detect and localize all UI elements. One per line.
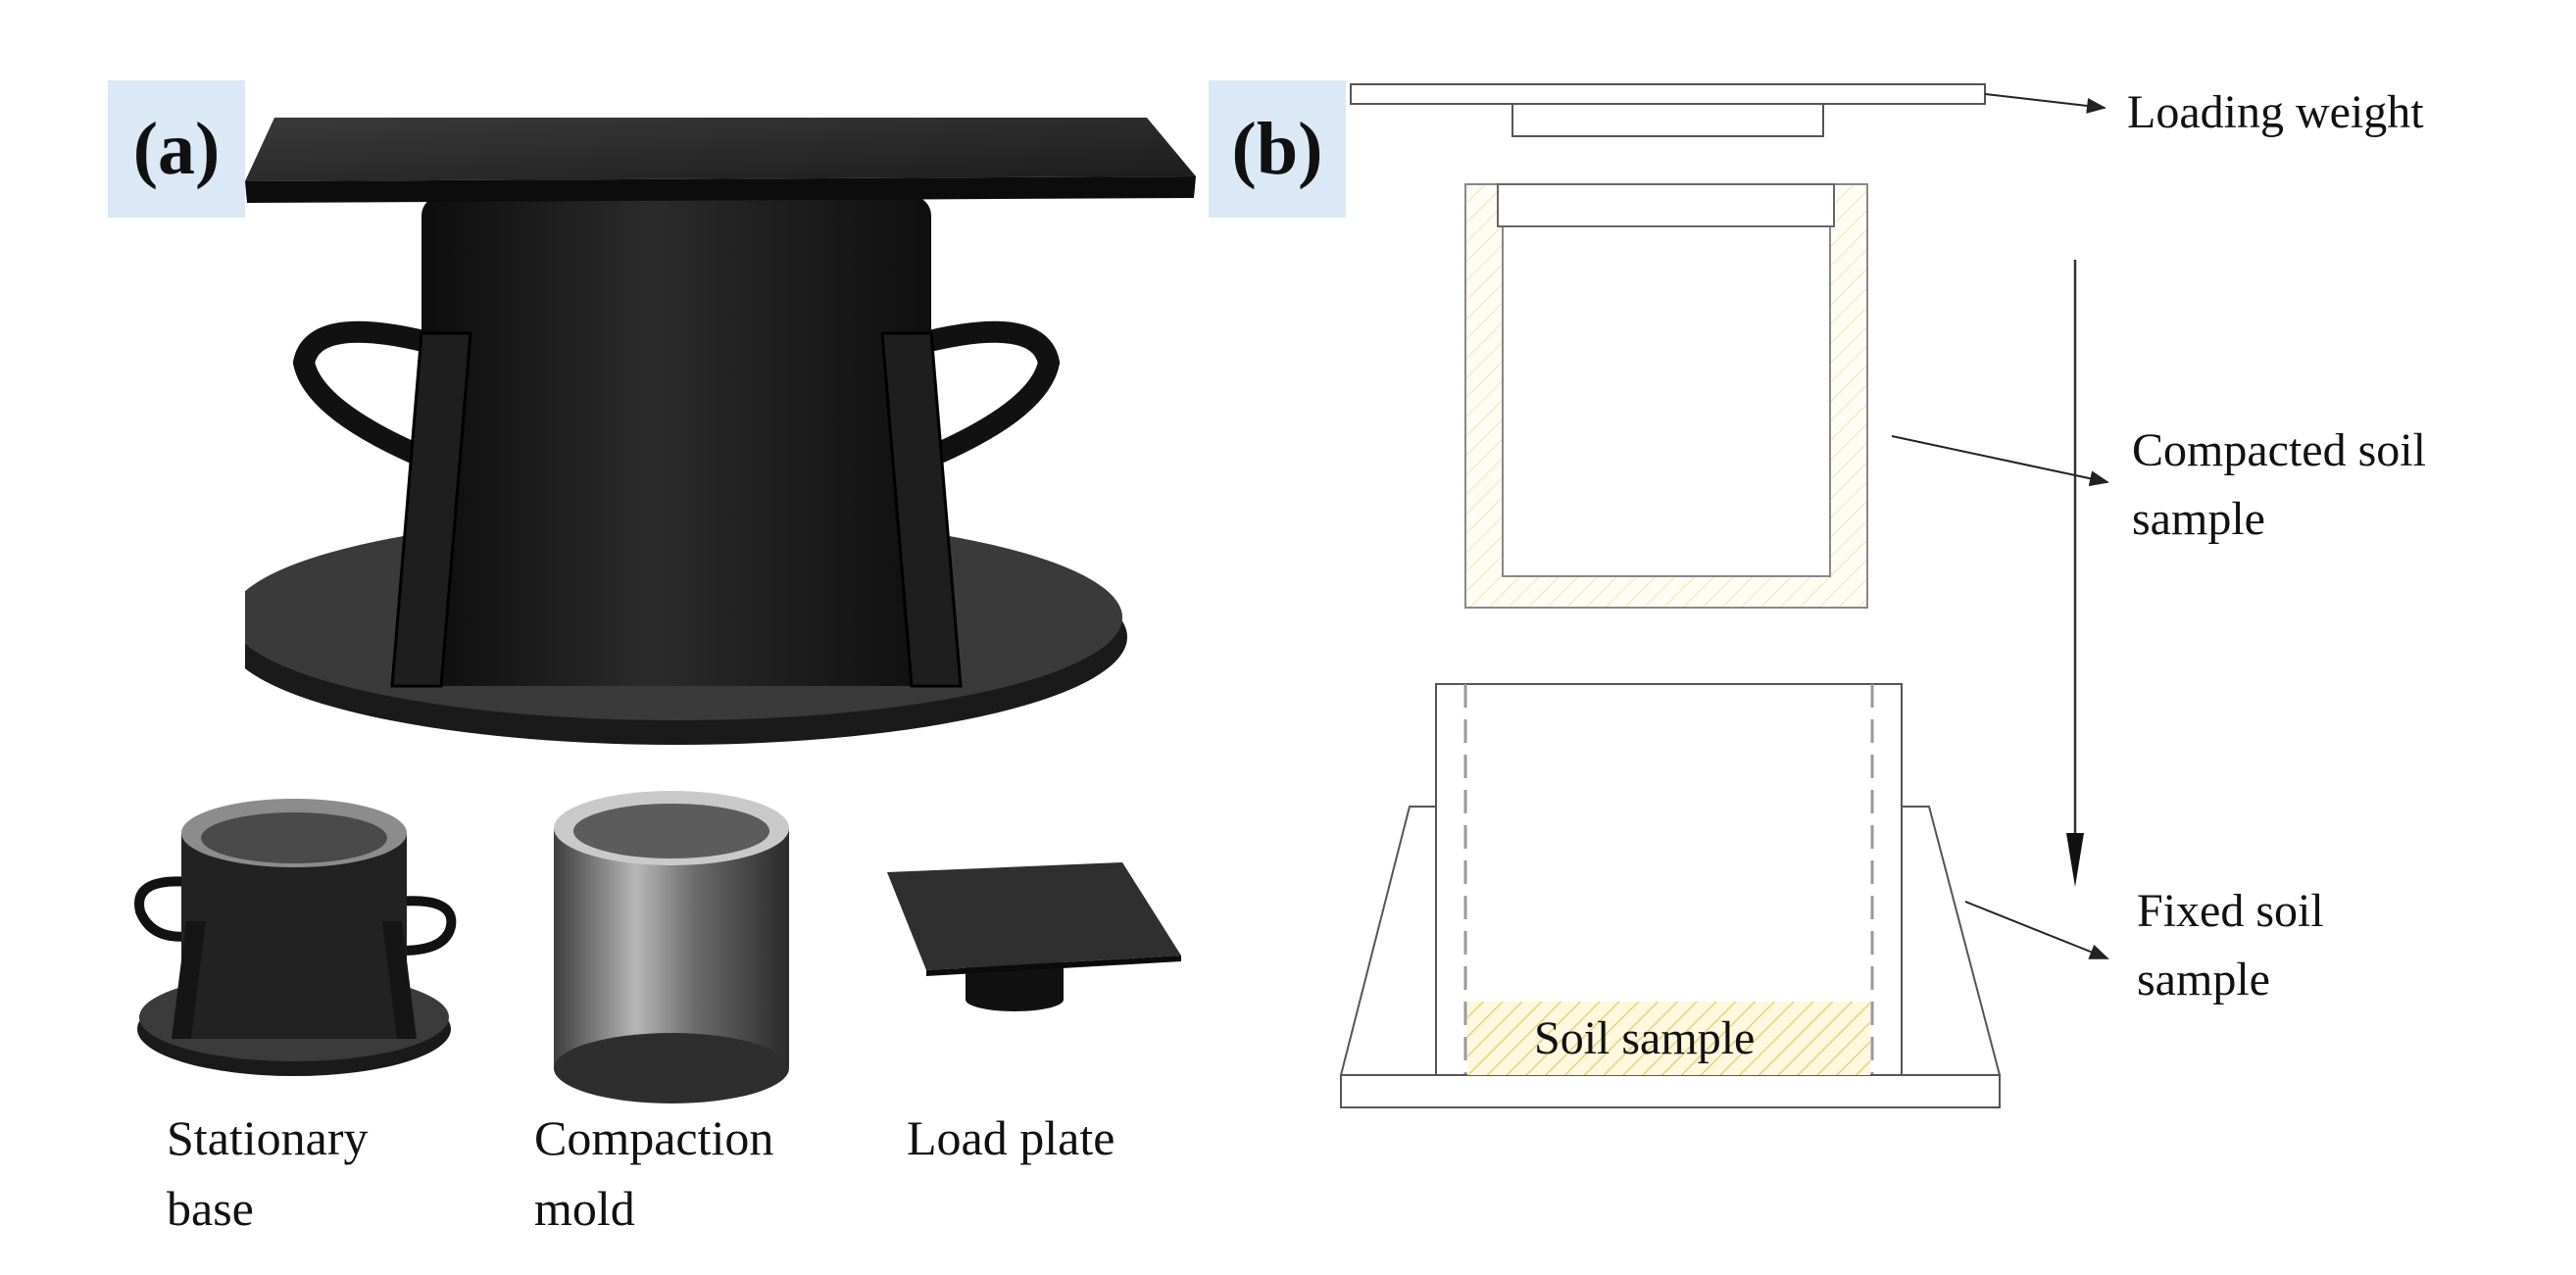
caption-load-plate: Load plate: [907, 1110, 1115, 1165]
loading-weight-shape: [1350, 83, 1986, 137]
compaction-mold-photo: [554, 791, 789, 1103]
label-soil-sample: Soil sample: [1534, 1012, 1756, 1064]
panel-label-a: (a): [108, 80, 245, 218]
caption-compaction-mold: Compaction mold: [534, 1110, 774, 1236]
stationary-base-photo: [134, 799, 457, 1076]
leader-fixed-soil: [1964, 901, 2109, 959]
compacted-sample-mold: [1464, 183, 1868, 609]
assembled-apparatus-photo: [245, 118, 1196, 745]
load-plate-photo: [887, 862, 1181, 1011]
label-loading-weight: Loading weight: [2127, 86, 2424, 138]
leader-loading-weight: [1984, 93, 2106, 114]
panel-label-b: (b): [1209, 80, 1346, 218]
caption-stationary-base: Stationary base: [167, 1110, 369, 1236]
fixed-sample-apparatus: [1339, 683, 2002, 1108]
label-compacted-soil-sample: Compacted soil sample: [2132, 424, 2426, 545]
label-fixed-soil-sample: Fixed soil sample: [2137, 885, 2324, 1005]
assembly-direction-arrow: [2066, 260, 2084, 887]
leader-compacted-soil: [1891, 435, 2109, 487]
